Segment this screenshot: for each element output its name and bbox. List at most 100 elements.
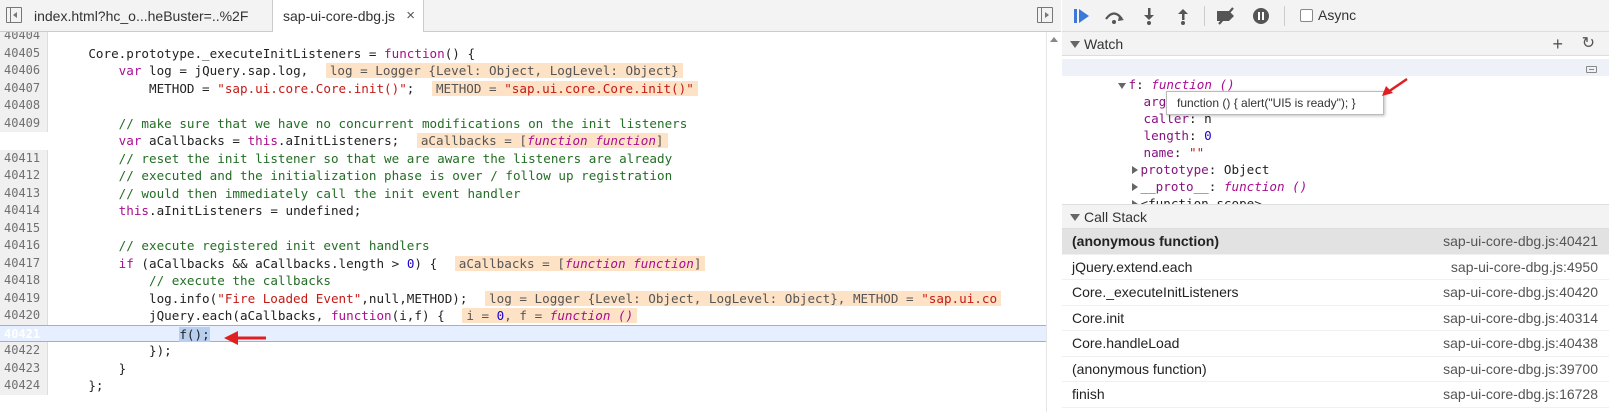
- call-stack-frame[interactable]: (anonymous function)sap-ui-core-dbg.js:4…: [1062, 229, 1609, 255]
- call-stack-frame[interactable]: (anonymous function)sap-ui-core-dbg.js:3…: [1062, 357, 1609, 382]
- line-number[interactable]: 40409: [0, 114, 48, 132]
- watch-key: length: [1143, 128, 1190, 143]
- code-line[interactable]: 40409 // make sure that we have no concu…: [0, 114, 1046, 132]
- watch-value: n: [1204, 111, 1212, 126]
- code-line[interactable]: 40422 });: [0, 342, 1046, 360]
- watch-row[interactable]: <function scope>: [1086, 178, 1262, 211]
- async-label: Async: [1318, 7, 1357, 23]
- expand-caret-icon[interactable]: [1131, 183, 1138, 191]
- code-line[interactable]: 40421 f();: [0, 324, 1046, 344]
- line-number[interactable]: 40412: [0, 167, 48, 185]
- code-line[interactable]: 40405 Core.prototype._executeInitListene…: [0, 44, 1046, 62]
- line-number[interactable]: 40407: [0, 79, 48, 97]
- frame-location[interactable]: sap-ui-core-dbg.js:4950: [1450, 258, 1598, 275]
- breakpoint-line-number[interactable]: 40421: [0, 326, 52, 344]
- frame-location[interactable]: sap-ui-core-dbg.js:16728: [1443, 386, 1598, 402]
- async-checkbox[interactable]: [1300, 9, 1313, 22]
- code-text: // executed and the initialization phase…: [118, 168, 673, 183]
- line-number[interactable]: 40404: [0, 32, 48, 45]
- line-number[interactable]: 40406: [0, 62, 48, 80]
- code-line[interactable]: 40412 // executed and the initialization…: [0, 167, 1046, 185]
- watch-section-header[interactable]: Watch + ↻: [1062, 31, 1609, 56]
- toggle-navigator-icon[interactable]: [6, 7, 22, 23]
- code-text: log.info("Fire Loaded Event",null,METHOD…: [58, 290, 1002, 308]
- expand-caret-icon[interactable]: [1117, 83, 1126, 89]
- step-over-icon[interactable]: [1102, 5, 1126, 27]
- toolbar-separator: [1284, 6, 1285, 26]
- tab-label: sap-ui-core-dbg.js: [283, 8, 396, 24]
- collapse-caret-icon[interactable]: [1070, 214, 1080, 221]
- watch-key: f: [1128, 77, 1137, 92]
- line-number[interactable]: 40417: [0, 254, 48, 272]
- expand-caret-icon[interactable]: [1131, 166, 1138, 174]
- step-into-icon[interactable]: [1137, 5, 1161, 27]
- frame-location[interactable]: sap-ui-core-dbg.js:40420: [1443, 284, 1598, 300]
- line-number[interactable]: 40411: [0, 149, 48, 167]
- resume-icon[interactable]: [1070, 5, 1094, 27]
- code-line[interactable]: 40424 };: [0, 377, 1046, 395]
- editor-tab-bar: index.html?hc_o...heBuster=..%2F sap-ui-…: [0, 0, 1061, 32]
- close-icon[interactable]: ×: [406, 7, 415, 24]
- line-number[interactable]: 40422: [0, 342, 48, 360]
- frame-location[interactable]: sap-ui-core-dbg.js:40438: [1443, 335, 1598, 351]
- remove-watch-icon[interactable]: [1586, 66, 1597, 73]
- watch-key: __proto__: [1140, 179, 1209, 194]
- watch-row[interactable]: __proto__: function (): [1086, 161, 1307, 194]
- pause-on-exceptions-icon[interactable]: [1249, 5, 1273, 27]
- toggle-debugger-icon[interactable]: [1037, 7, 1053, 23]
- call-stack-section-header[interactable]: Call Stack: [1062, 204, 1609, 229]
- code-text: // execute the callbacks: [149, 273, 331, 288]
- code-line[interactable]: 40414 this.aInitListeners = undefined;: [0, 202, 1046, 220]
- line-number[interactable]: 40420: [0, 307, 48, 325]
- breakpoint-line-number[interactable]: 40410: [0, 132, 52, 150]
- collapse-caret-icon[interactable]: [1070, 41, 1080, 48]
- scroll-up-icon[interactable]: [1050, 37, 1058, 42]
- code-line[interactable]: 40423 }: [0, 359, 1046, 377]
- code-line[interactable]: 40411 // reset the init listener so that…: [0, 149, 1046, 167]
- frame-location[interactable]: sap-ui-core-dbg.js:40314: [1443, 309, 1598, 326]
- vertical-scrollbar[interactable]: [1046, 32, 1061, 412]
- code-line[interactable]: 40420 jQuery.each(aCallbacks, function(i…: [0, 307, 1046, 325]
- frame-location[interactable]: sap-ui-core-dbg.js:39700: [1443, 360, 1598, 377]
- line-number[interactable]: 40423: [0, 359, 48, 377]
- line-number[interactable]: 40418: [0, 272, 48, 290]
- watch-row[interactable]: f: function (): [1062, 59, 1609, 92]
- deactivate-breakpoints-icon[interactable]: [1214, 5, 1238, 27]
- code-line[interactable]: 40406 var log = jQuery.sap.log, log = Lo…: [0, 62, 1046, 80]
- code-line[interactable]: 40410 var aCallbacks = this.aInitListene…: [0, 132, 1046, 150]
- add-watch-icon[interactable]: +: [1552, 34, 1563, 54]
- code-line[interactable]: 40407 METHOD = "sap.ui.core.Core.init()"…: [0, 79, 1046, 98]
- line-number[interactable]: 40419: [0, 289, 48, 307]
- tab-index-html[interactable]: index.html?hc_o...heBuster=..%2F: [24, 0, 272, 32]
- line-number[interactable]: 40414: [0, 202, 48, 220]
- line-number[interactable]: 40405: [0, 44, 48, 62]
- code-line[interactable]: 40417 if (aCallbacks && aCallbacks.lengt…: [0, 254, 1046, 272]
- line-number[interactable]: 40413: [0, 184, 48, 202]
- code-line[interactable]: 40404: [0, 32, 1046, 45]
- watch-row[interactable]: prototype: Object: [1086, 144, 1269, 177]
- step-out-icon[interactable]: [1171, 5, 1195, 27]
- code-text: };: [58, 378, 104, 393]
- code-line[interactable]: 40415: [0, 219, 1046, 237]
- line-number[interactable]: 40416: [0, 237, 48, 255]
- code-line[interactable]: 40418 // execute the callbacks: [0, 272, 1046, 290]
- code-text: METHOD = "sap.ui.core.Core.init()"; METH…: [58, 80, 698, 98]
- line-number[interactable]: 40424: [0, 377, 48, 395]
- watch-body: f: function () arguments: null caller: n…: [1062, 57, 1609, 211]
- code-line[interactable]: 40416 // execute registered init event h…: [0, 237, 1046, 255]
- debugger-toolbar: Async: [1062, 0, 1609, 32]
- tab-sap-ui-core-dbg[interactable]: sap-ui-core-dbg.js ×: [272, 0, 424, 32]
- frame-location[interactable]: sap-ui-core-dbg.js:40421: [1443, 233, 1598, 249]
- line-number[interactable]: 40408: [0, 97, 48, 115]
- line-number[interactable]: 40415: [0, 219, 48, 237]
- code-line[interactable]: 40408: [0, 97, 1046, 115]
- code-line[interactable]: 40419 log.info("Fire Loaded Event",null,…: [0, 289, 1046, 308]
- code-line[interactable]: 40413 // would then immediately call the…: [0, 184, 1046, 202]
- refresh-icon[interactable]: ↻: [1581, 35, 1595, 52]
